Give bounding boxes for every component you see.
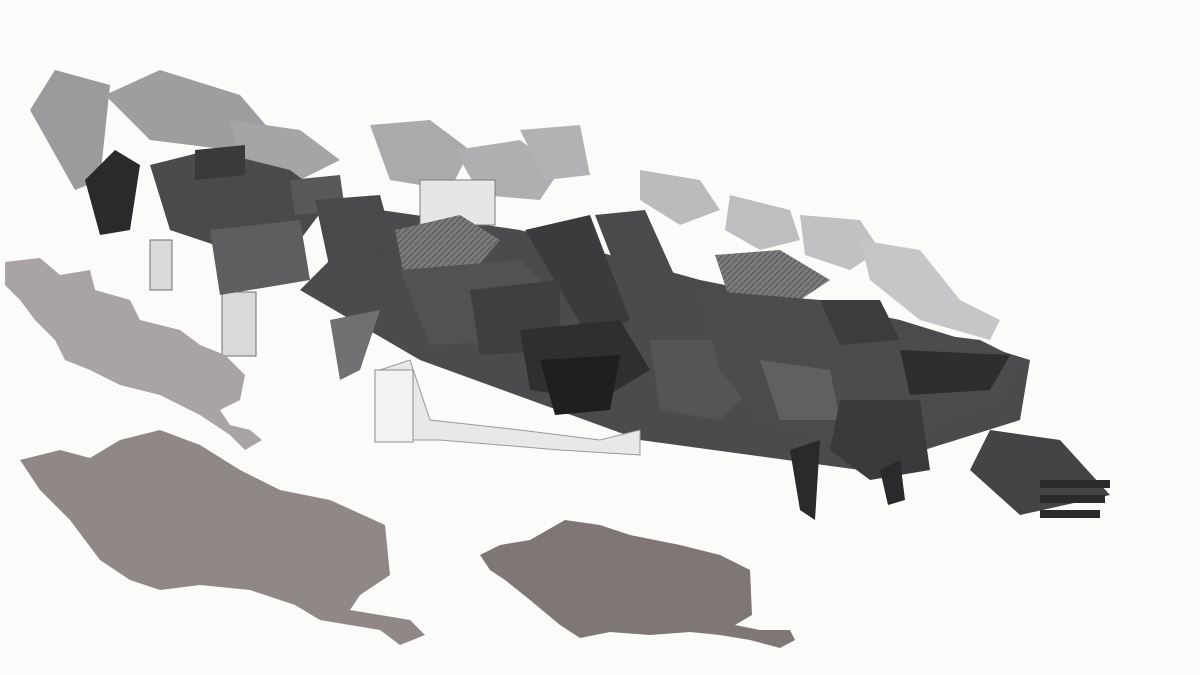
plan-silhouette-lower-left bbox=[20, 430, 425, 645]
plan-silhouette-lower-center bbox=[480, 520, 795, 648]
plan-silhouette-upper-left bbox=[5, 258, 262, 450]
building-complex bbox=[85, 145, 1110, 520]
background-haze-shapes bbox=[30, 70, 1000, 340]
